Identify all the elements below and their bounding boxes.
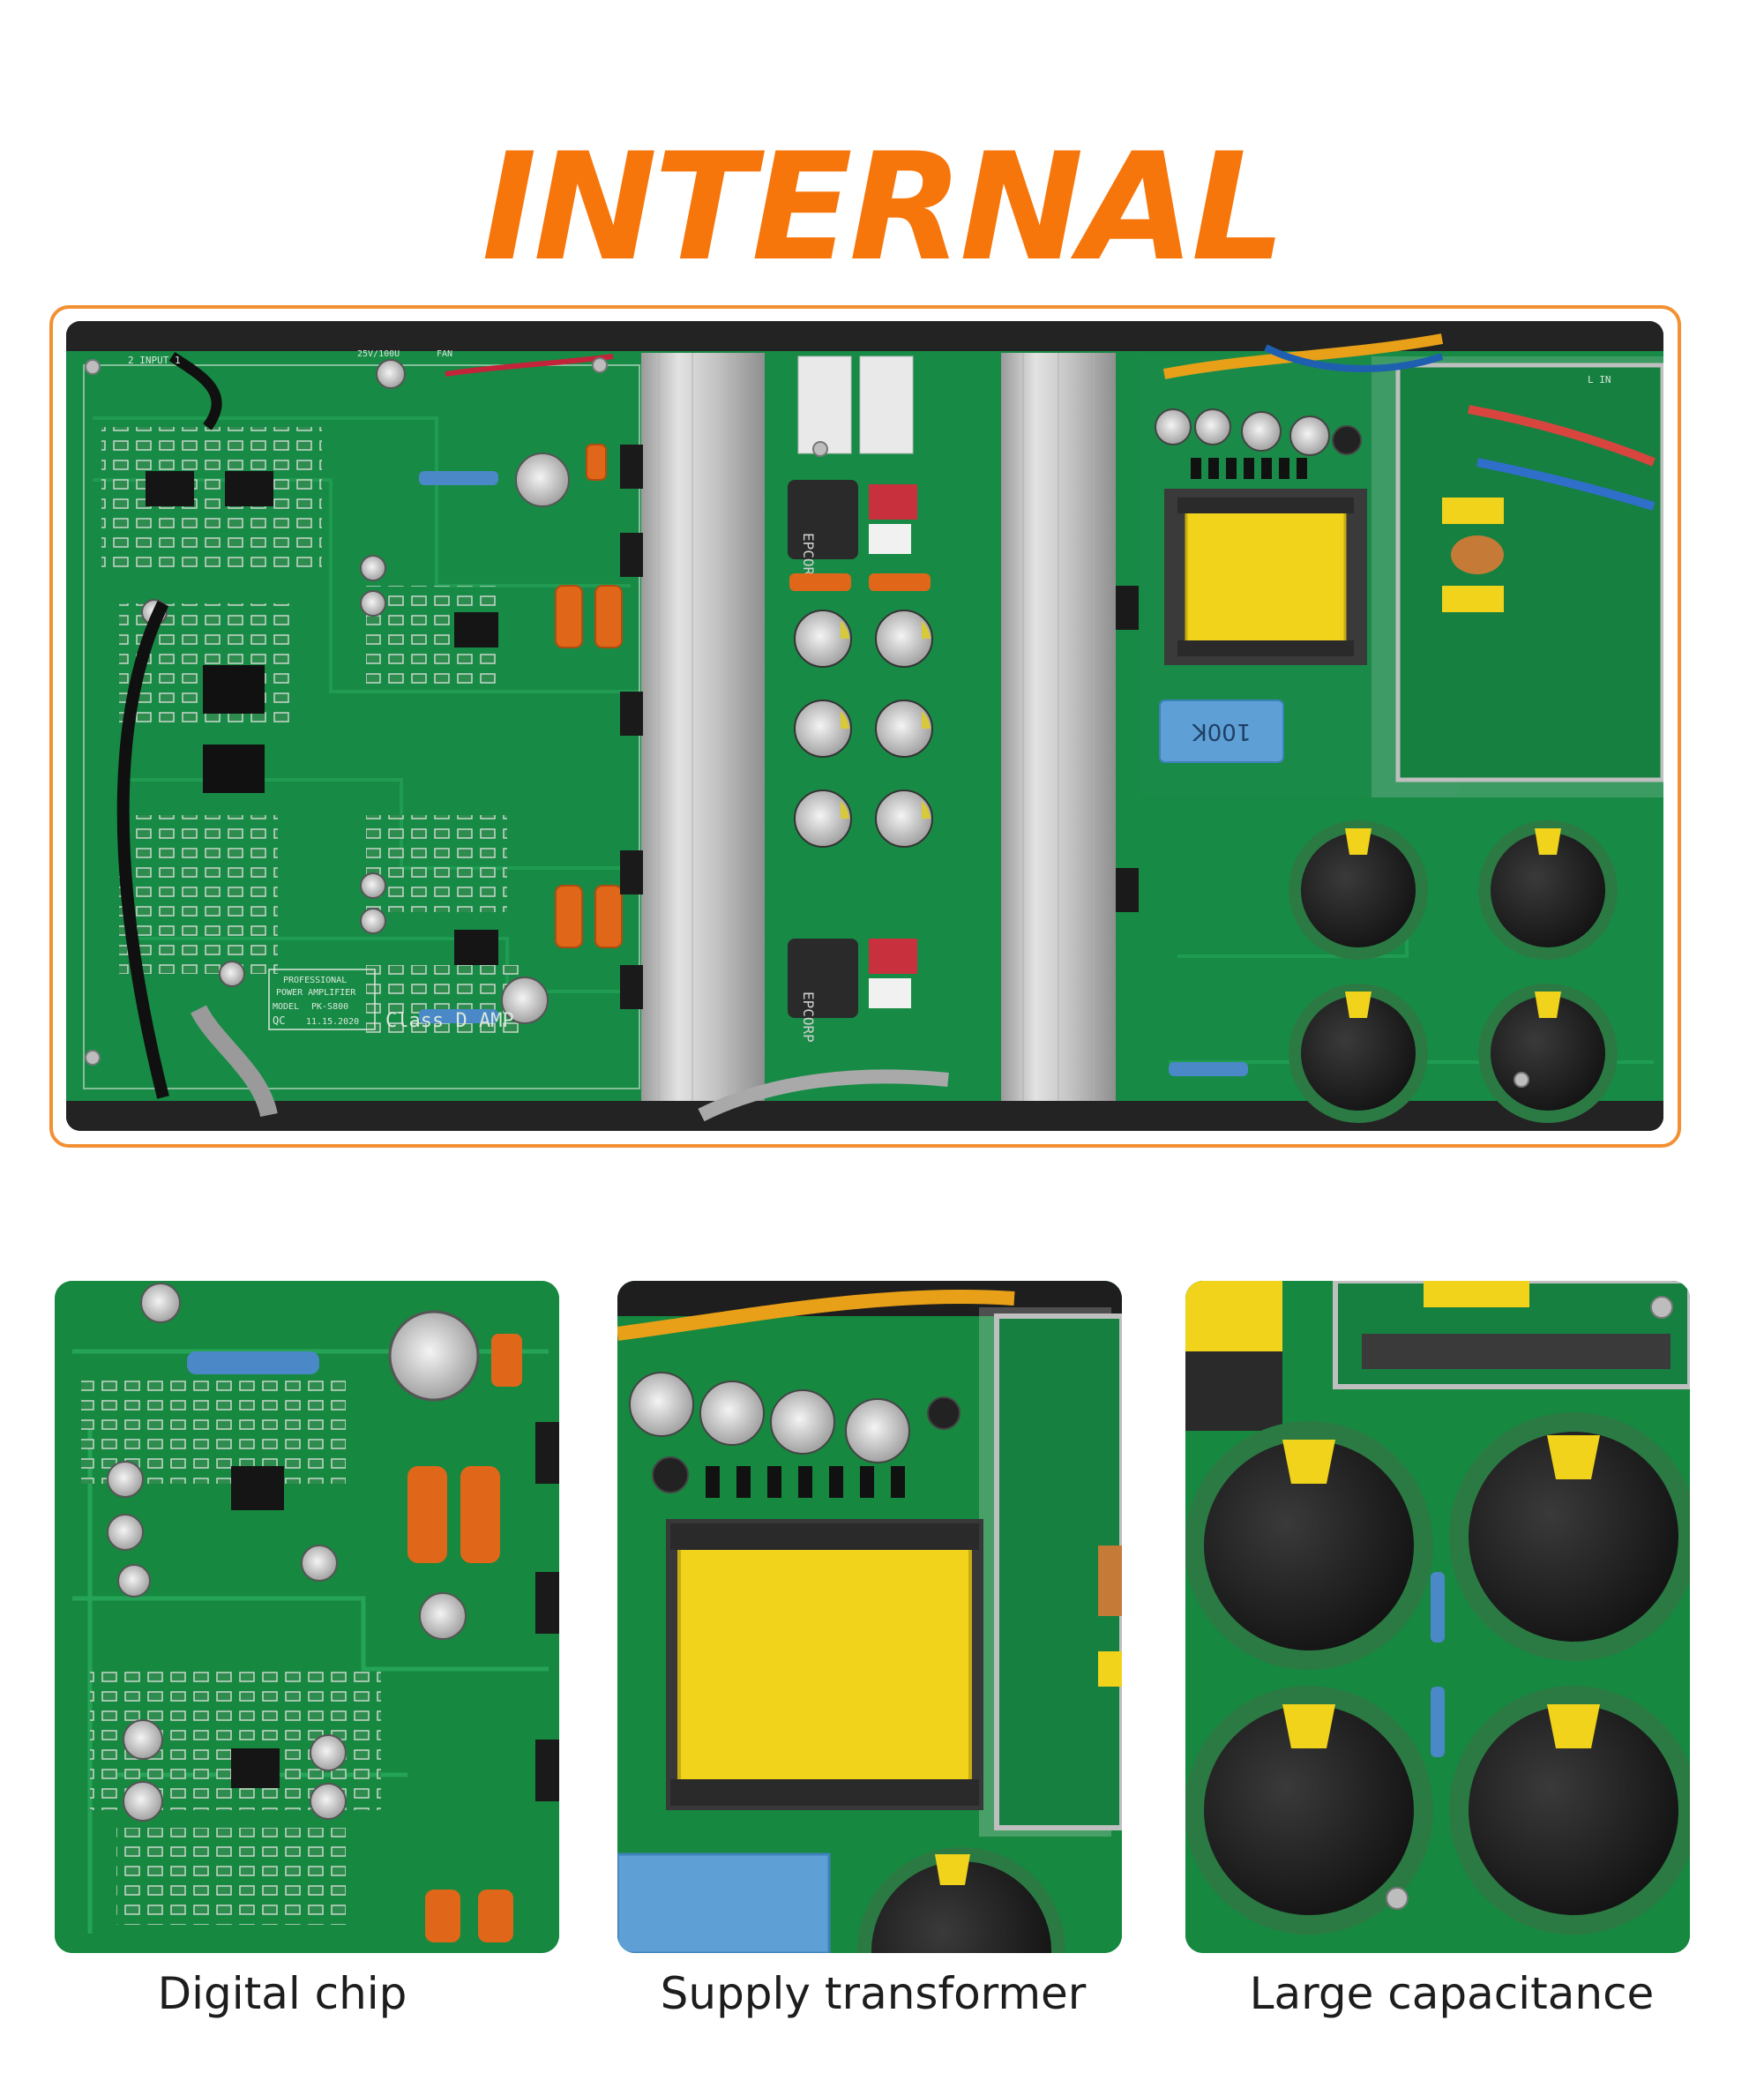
inductor-label-top: EPCORP [800,533,817,584]
inductor-label-bottom: EPCORP [800,992,817,1043]
silkscreen-model-value: PK-S800 [311,1002,348,1012]
x-capacitor-label: 100K [1192,718,1252,745]
caption-digital-chip: Digital chip [157,1968,407,2019]
pcb-board-illustration: EPCORP EPCORP [66,321,1663,1131]
detail-panel-large-capacitance [1185,1281,1690,1953]
silkscreen-cap-rating: 25V/100U [357,349,400,359]
caption-large-capacitance: Large capacitance [1249,1968,1655,2019]
silkscreen-fan-label: FAN [437,349,452,359]
silkscreen-board-type: Class D AMP [385,1010,514,1032]
detail-panel-digital-chip [55,1281,559,1953]
internal-board-photo: EPCORP EPCORP [66,321,1663,1131]
silkscreen-header-1: PROFESSIONAL [283,976,347,985]
transformer-image [617,1281,1122,1953]
silkscreen-header-2: POWER AMPLIFIER [276,988,356,998]
capacitor-image [1185,1281,1690,1953]
pcb-detail-image [55,1281,559,1953]
silkscreen-qc-date: 11.15.2020 [306,1017,359,1027]
silkscreen-line-in-label: L IN [1588,374,1611,385]
page-title: INTERNAL [482,121,1286,294]
silkscreen-input-label: 2 INPUT 1 [128,355,181,366]
silkscreen-qc-label: QC [273,1014,285,1027]
detail-panel-supply-transformer [617,1281,1122,1953]
caption-supply-transformer: Supply transformer [660,1968,1087,2019]
silkscreen-model-label: MODEL [273,1002,299,1012]
